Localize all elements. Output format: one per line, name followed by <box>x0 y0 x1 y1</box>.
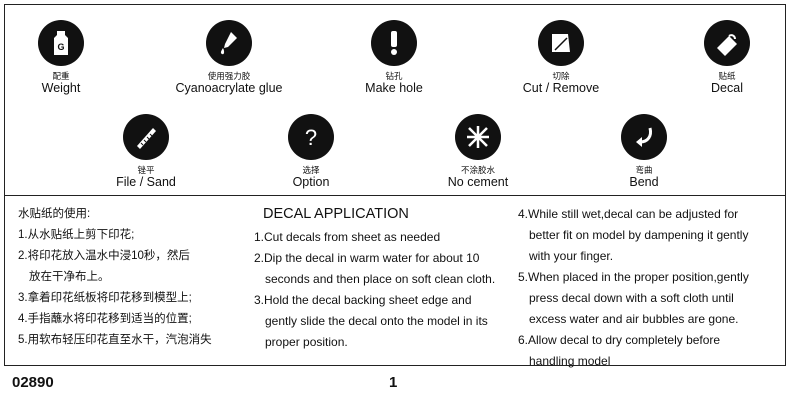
chinese-line: 2.将印花放入温水中浸10秒，然后 <box>18 250 190 262</box>
symbol-cn-label: 弯曲 <box>635 165 653 175</box>
symbol-cut: 切除 Cut / Remove <box>496 20 626 95</box>
chinese-title: 水贴纸的使用: <box>18 208 91 220</box>
page-number: 1 <box>389 374 398 391</box>
symbol-option: ? 选择 Option <box>246 114 376 189</box>
svg-text:G: G <box>57 42 64 52</box>
chinese-line: 4.手指蘸水将印花移到适当的位置; <box>18 313 192 325</box>
symbol-en-label: Option <box>292 175 330 189</box>
symbol-weight: G 配重 Weight <box>0 20 126 95</box>
symbol-cn-label: 使用强力胶 <box>207 71 251 81</box>
symbol-cn-label: 贴纸 <box>718 71 736 81</box>
english-line: 4.While still wet,decal can be adjusted … <box>518 207 739 221</box>
chinese-line: 5.用软布轻压印花直至水干，汽泡消失 <box>18 334 212 346</box>
english-line: 1.Cut decals from sheet as needed <box>254 230 441 244</box>
weight-bottle-icon: G <box>38 20 84 66</box>
english-line: gently slide the decal onto the model in… <box>265 314 488 328</box>
symbol-en-label: Cyanoacrylate glue <box>175 81 283 95</box>
drill-hole-icon <box>371 20 417 66</box>
no-cement-icon <box>455 114 501 160</box>
symbol-en-label: Make hole <box>365 81 423 95</box>
english-instructions-continued: 4.While still wet,decal can be adjusted … <box>518 204 749 372</box>
glue-drop-icon <box>206 20 252 66</box>
question-mark-icon: ? <box>288 114 334 160</box>
english-title: DECAL APPLICATION <box>263 206 409 222</box>
symbol-cn-label: 不涂胶水 <box>460 165 495 175</box>
english-instructions: DECAL APPLICATION 1.Cut decals from shee… <box>254 204 495 353</box>
english-line: excess water and air bubbles are gone. <box>529 312 739 326</box>
symbol-cn-label: 锉平 <box>137 165 155 175</box>
product-code: 02890 <box>12 374 54 391</box>
symbol-en-label: File / Sand <box>116 175 176 189</box>
file-sand-icon <box>123 114 169 160</box>
english-line: seconds and then place on soft clean clo… <box>265 272 496 286</box>
symbol-bend: 弯曲 Bend <box>579 114 709 189</box>
symbol-cn-label: 钻孔 <box>385 71 403 81</box>
symbol-hole: 钻孔 Make hole <box>329 20 459 95</box>
chinese-line: 放在干净布上。 <box>29 271 110 283</box>
symbol-en-label: No cement <box>447 175 509 189</box>
english-line: 6.Allow decal to dry completely before <box>518 333 721 347</box>
chinese-line: 3.拿着印花纸板将印花移到模型上; <box>18 292 192 304</box>
symbol-cn-label: 配重 <box>52 71 70 81</box>
section-divider <box>4 195 786 196</box>
english-line: better fit on model by dampening it gent… <box>529 228 749 242</box>
english-line: 5.When placed in the proper position,gen… <box>518 270 749 284</box>
bend-arrow-icon <box>621 114 667 160</box>
symbol-en-label: Weight <box>41 81 81 95</box>
instruction-frame <box>4 4 786 366</box>
english-line: 3.Hold the decal backing sheet edge and <box>254 293 472 307</box>
english-line: handling model <box>529 354 611 368</box>
symbol-glue: 使用强力胶 Cyanoacrylate glue <box>164 20 294 95</box>
english-line: 2.Dip the decal in warm water for about … <box>254 251 480 265</box>
symbol-en-label: Decal <box>711 81 743 95</box>
decal-icon <box>704 20 750 66</box>
symbol-decal: 贴纸 Decal <box>662 20 790 95</box>
cut-remove-icon <box>538 20 584 66</box>
english-line: with your finger. <box>529 249 614 263</box>
symbol-cn-label: 切除 <box>552 71 570 81</box>
chinese-instructions: 水贴纸的使用: 1.从水贴纸上剪下印花; 2.将印花放入温水中浸10秒，然后 放… <box>18 204 212 351</box>
symbol-no-cement: 不涂胶水 No cement <box>413 114 543 189</box>
symbol-file: 锉平 File / Sand <box>81 114 211 189</box>
symbol-cn-label: 选择 <box>302 165 320 175</box>
english-line: press decal down with a soft cloth until <box>529 291 734 305</box>
svg-text:?: ? <box>305 125 317 150</box>
symbol-en-label: Bend <box>629 175 659 189</box>
chinese-line: 1.从水贴纸上剪下印花; <box>18 229 135 241</box>
english-line: proper position. <box>265 335 348 349</box>
symbol-en-label: Cut / Remove <box>522 81 600 95</box>
